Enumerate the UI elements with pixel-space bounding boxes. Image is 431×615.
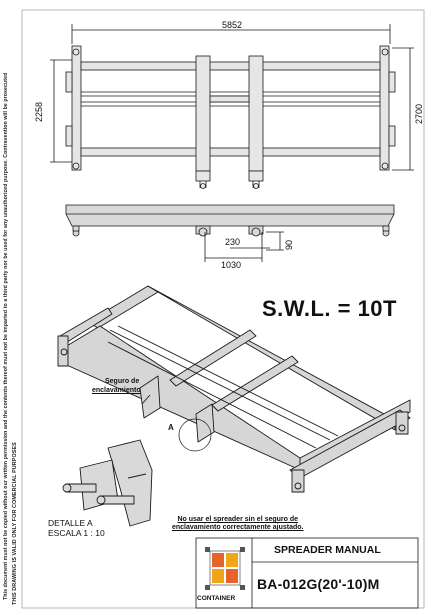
callout-locking-pin-line1: Seguro de	[105, 378, 140, 385]
swl-label: S.W.L. = 10T	[262, 296, 397, 321]
detail-a-title: DETALLE A	[48, 518, 93, 528]
detail-a-scale: ESCALA 1 : 10	[48, 528, 105, 538]
drawing-code: BA-012G(20'-10)M	[257, 576, 380, 592]
warning-line1: No usar el spreader sin el seguro de	[177, 516, 299, 523]
callout-locking-pin-line2: enclavamiento	[92, 387, 141, 394]
warning-note: No usar el spreader sin el seguro de enc…	[172, 516, 304, 532]
dim-1030: 1030	[221, 260, 242, 270]
warning-line2: enclavamiento correctamente ajustado.	[172, 524, 304, 531]
drawing-title: SPREADER MANUAL	[274, 544, 381, 556]
container-logo-icon	[205, 547, 245, 590]
logo-text: CONTAINER	[197, 595, 236, 602]
detail-marker: A	[168, 423, 174, 432]
dim-overall-length: 5852	[222, 20, 243, 30]
detail-a-caption: DETALLE A ESCALA 1 : 10	[48, 518, 105, 538]
dim-230: 230	[225, 237, 241, 247]
